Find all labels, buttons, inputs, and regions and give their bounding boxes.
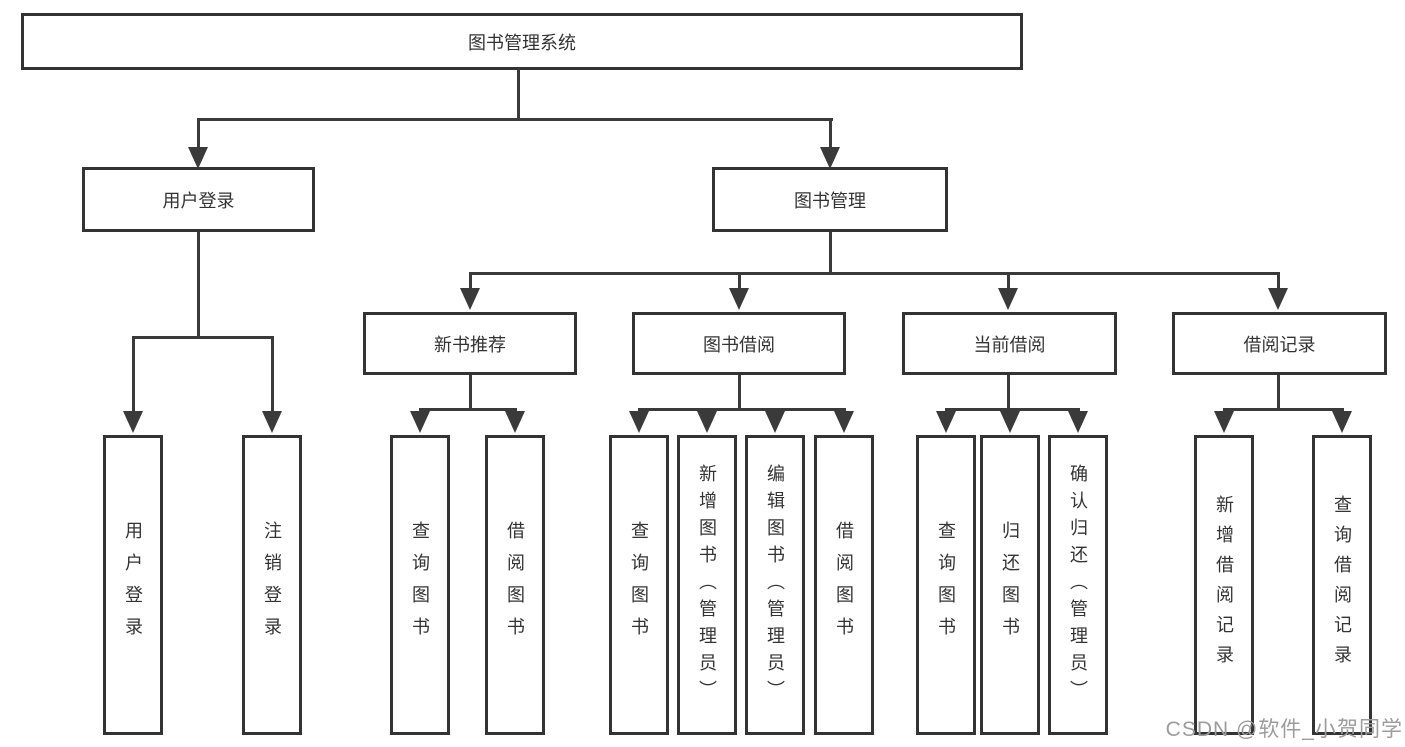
arrowhead-down-icon: [820, 147, 840, 169]
arrowhead-down-icon: [460, 288, 480, 310]
connector-line: [197, 118, 200, 150]
leaf-label: 注销登录: [262, 521, 282, 649]
connector-line: [517, 68, 520, 118]
connector-line: [738, 272, 741, 290]
arrowhead-down-icon: [1214, 411, 1234, 433]
connector-line: [638, 408, 846, 411]
connector-line: [1277, 375, 1280, 408]
leaf-label: 借阅图书: [505, 521, 525, 649]
watermark: CSDN @软件_小贺同学: [1165, 718, 1403, 741]
leaf-label: 编辑图书（管理员）: [765, 463, 785, 707]
arrowhead-down-icon: [123, 411, 143, 433]
leaf-label: 查询图书: [410, 521, 430, 649]
node-user-login: 用户登录: [82, 167, 315, 232]
arrowhead-down-icon: [629, 411, 649, 433]
arrowhead-down-icon: [262, 411, 282, 433]
arrowhead-down-icon: [729, 288, 749, 310]
leaf-logout: 注销登录: [242, 435, 302, 735]
leaf-label: 用户登录: [123, 521, 143, 649]
connector-line: [945, 408, 1080, 411]
arrowhead-down-icon: [765, 411, 785, 433]
leaf-label: 确认归还（管理员）: [1068, 463, 1088, 707]
connector-line: [469, 272, 1280, 275]
leaf-label: 查询图书: [629, 521, 649, 649]
connector-line: [1223, 408, 1344, 411]
connector-line: [1077, 408, 1080, 413]
node-label: 新书推荐: [434, 334, 506, 355]
node-label: 图书借阅: [703, 334, 775, 355]
leaf-borrowing-query-book: 查询图书: [609, 435, 669, 735]
connector-line: [419, 408, 517, 411]
arrowhead-down-icon: [188, 147, 208, 169]
leaf-label: 归还图书: [1000, 521, 1020, 649]
leaf-records-add-record: 新增借阅记录: [1194, 435, 1254, 735]
connector-line: [1009, 408, 1012, 413]
connector-line: [774, 408, 777, 413]
arrowhead-down-icon: [697, 411, 717, 433]
arrowhead-down-icon: [1000, 411, 1020, 433]
arrowhead-down-icon: [1068, 411, 1088, 433]
node-current-borrowing: 当前借阅: [902, 312, 1117, 375]
connector-line: [843, 408, 846, 413]
connector-line: [706, 408, 709, 413]
connector-line: [1223, 408, 1226, 413]
arrowhead-down-icon: [936, 411, 956, 433]
connector-line: [132, 336, 274, 339]
connector-line: [197, 232, 200, 336]
connector-line: [1277, 272, 1280, 290]
connector-line: [514, 408, 517, 413]
arrowhead-down-icon: [834, 411, 854, 433]
node-book-borrowing: 图书借阅: [632, 312, 846, 375]
leaf-current-query-book: 查询图书: [916, 435, 976, 735]
arrowhead-down-icon: [1332, 411, 1352, 433]
leaf-current-confirm-return: 确认归还（管理员）: [1048, 435, 1108, 735]
connector-line: [271, 336, 274, 413]
connector-line: [469, 375, 472, 408]
leaf-current-return-book: 归还图书: [980, 435, 1040, 735]
leaf-recommend-query-book: 查询图书: [390, 435, 450, 735]
connector-line: [419, 408, 422, 413]
arrowhead-down-icon: [998, 288, 1018, 310]
connector-line: [738, 375, 741, 408]
connector-line: [197, 118, 833, 121]
connector-line: [132, 336, 135, 413]
arrowhead-down-icon: [505, 411, 525, 433]
connector-line: [945, 408, 948, 413]
node-label: 当前借阅: [973, 334, 1046, 355]
node-borrowing-records: 借阅记录: [1172, 312, 1387, 375]
arrowhead-down-icon: [410, 411, 430, 433]
node-label: 用户登录: [162, 190, 235, 211]
connector-line: [829, 118, 832, 150]
arrowhead-down-icon: [1268, 288, 1288, 310]
node-label: 借阅记录: [1243, 334, 1316, 355]
leaf-recommend-borrow-book: 借阅图书: [485, 435, 545, 735]
leaf-borrowing-borrow-book: 借阅图书: [814, 435, 874, 735]
connector-line: [1341, 408, 1344, 413]
connector-line: [829, 232, 832, 272]
node-library-system: 图书管理系统: [21, 13, 1023, 70]
leaf-label: 查询借阅记录: [1332, 495, 1352, 675]
leaf-label: 借阅图书: [834, 521, 854, 649]
leaf-label: 新增图书（管理员）: [697, 463, 717, 707]
leaf-records-query-record: 查询借阅记录: [1312, 435, 1372, 735]
connector-line: [469, 272, 472, 290]
leaf-borrowing-add-book: 新增图书（管理员）: [677, 435, 737, 735]
leaf-label: 查询图书: [936, 521, 956, 649]
node-label: 图书管理系统: [468, 32, 576, 53]
leaf-label: 新增借阅记录: [1214, 495, 1234, 675]
connector-line: [1007, 375, 1010, 408]
leaf-user-login: 用户登录: [103, 435, 163, 735]
connector-line: [1007, 272, 1010, 290]
leaf-borrowing-edit-book: 编辑图书（管理员）: [745, 435, 805, 735]
node-new-book-recommend: 新书推荐: [363, 312, 577, 375]
node-book-management: 图书管理: [712, 167, 948, 232]
node-label: 图书管理: [794, 190, 866, 211]
connector-line: [638, 408, 641, 413]
